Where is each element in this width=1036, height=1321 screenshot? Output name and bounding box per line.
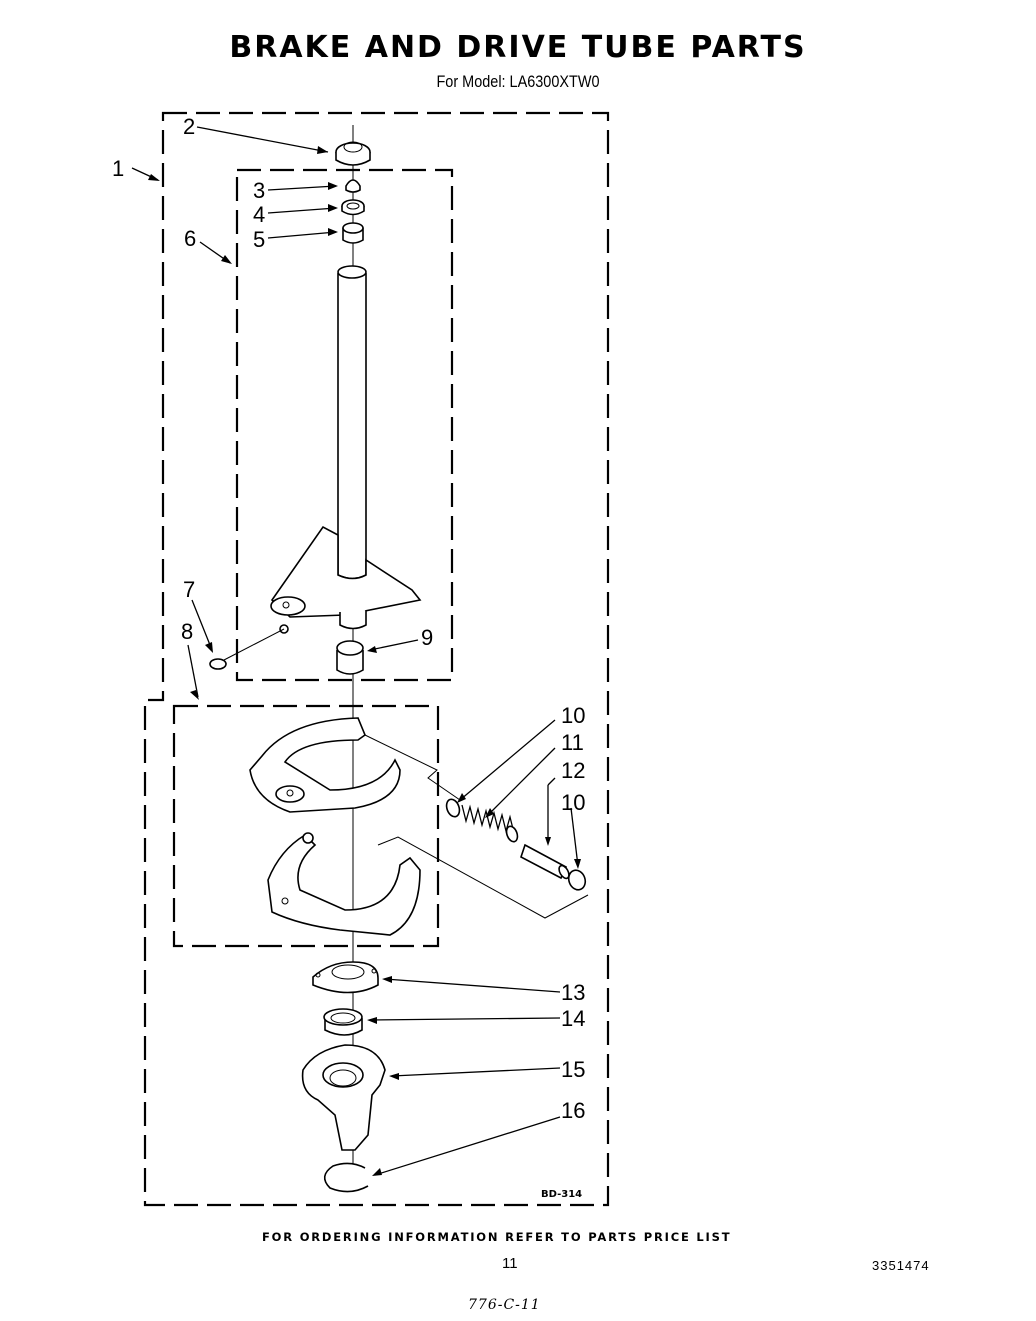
callout-5: 5 (253, 227, 265, 252)
page-number: 11 (502, 1255, 518, 1272)
clip-part (209, 628, 285, 670)
callout-13: 13 (561, 980, 585, 1005)
drive-tube-assembly-boundary (235, 168, 454, 682)
spring-part (461, 804, 519, 843)
brake-housing-part (301, 1044, 386, 1151)
figure-code: BD-314 (541, 1189, 582, 1200)
callout-14: 14 (561, 1006, 585, 1031)
ordering-note: FOR ORDERING INFORMATION REFER TO PARTS … (262, 1230, 732, 1244)
callout-11: 11 (561, 730, 584, 755)
drive-tube-part (270, 265, 422, 634)
callout-numbers: 2 1 3 4 5 6 7 8 9 10 11 12 10 13 14 15 1… (112, 114, 585, 1123)
callout-8: 8 (181, 619, 193, 644)
top-cap-part (335, 141, 371, 166)
bushing-part (342, 222, 364, 244)
bearing-bottom-part (336, 640, 364, 675)
callout-7: 7 (183, 577, 195, 602)
outer-assembly-boundary (143, 111, 610, 1207)
brake-shoe-assembly-boundary (172, 704, 440, 948)
model-label: For Model: LA6300XTW0 (436, 72, 600, 91)
callout-16: 16 (561, 1098, 585, 1123)
callout-12: 12 (561, 758, 585, 783)
callout-3: 3 (253, 178, 265, 203)
pin-part (520, 843, 570, 880)
lower-brake-shoe (267, 832, 421, 936)
document-number: 3351474 (872, 1258, 930, 1273)
handwritten-note: 776-C-11 (468, 1297, 541, 1313)
callout-6: 6 (184, 226, 196, 251)
seal-part (345, 179, 361, 193)
callout-leaders (131, 126, 581, 1176)
callout-9: 9 (421, 625, 433, 650)
upper-brake-shoe (249, 717, 401, 813)
bearing-part (341, 199, 365, 216)
page-title: BRAKE AND DRIVE TUBE PARTS (229, 30, 807, 65)
retaining-ring-part (323, 1162, 369, 1193)
callout-4: 4 (253, 202, 265, 227)
callout-10b: 10 (561, 790, 585, 815)
callout-1: 1 (112, 156, 124, 181)
flange-part (312, 961, 379, 994)
washer-end-part (567, 869, 587, 891)
callout-15: 15 (561, 1057, 585, 1082)
callout-10a: 10 (561, 703, 585, 728)
callout-2: 2 (183, 114, 195, 139)
collar-part (323, 1008, 363, 1036)
washer-part (445, 798, 461, 818)
